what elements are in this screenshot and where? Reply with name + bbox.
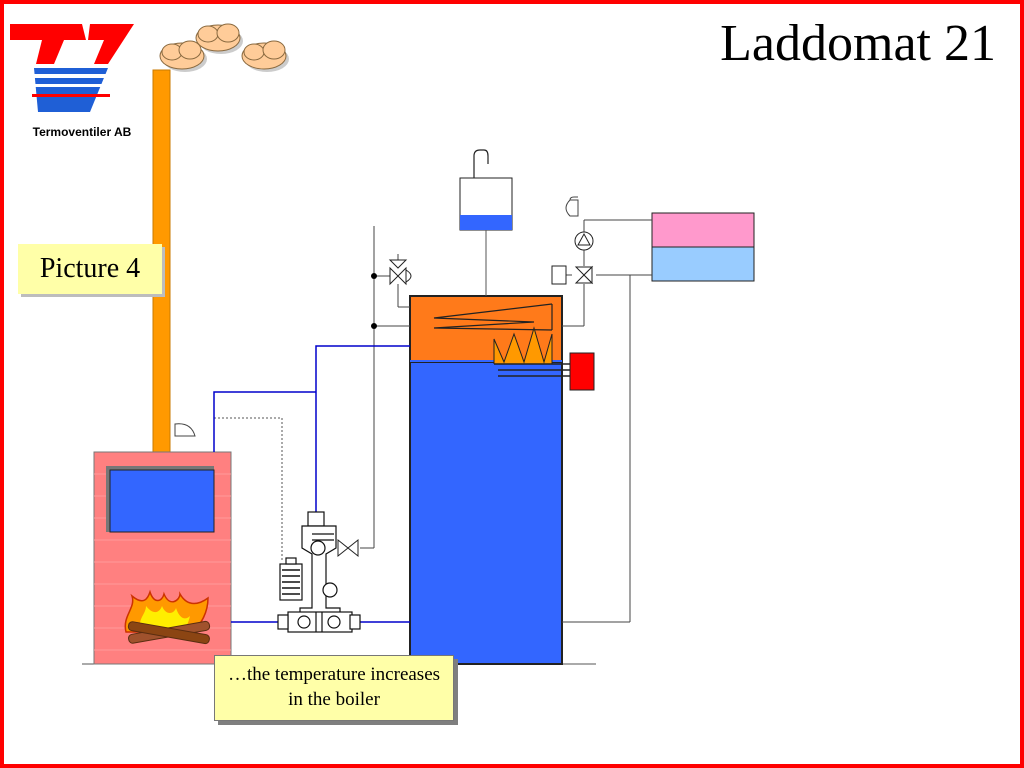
thermometer-icon [174,423,196,437]
electric-heater [493,326,595,391]
storage-tank [409,295,595,665]
heat-consumer [651,212,755,282]
boiler-window [109,469,215,533]
fire-icon [124,589,211,645]
slide-title: Laddomat 21 [720,15,996,72]
laddomat-unit [277,511,361,633]
pump-icon [565,199,594,251]
pipes-grey [360,196,652,623]
logo-tv-icon [10,24,134,112]
pipes-blue [213,345,410,623]
sensor-line [214,417,283,560]
expansion-vessel [459,149,513,296]
valve-icon [337,259,594,558]
smoke-cloud-icon [159,23,289,72]
company-name: Termoventiler AB [32,125,132,139]
heating-system-diagram [10,23,755,665]
picture-label: Picture 4 [18,244,162,294]
boiler [93,451,232,665]
caption-box: …the temperature increases in the boiler [214,655,454,721]
